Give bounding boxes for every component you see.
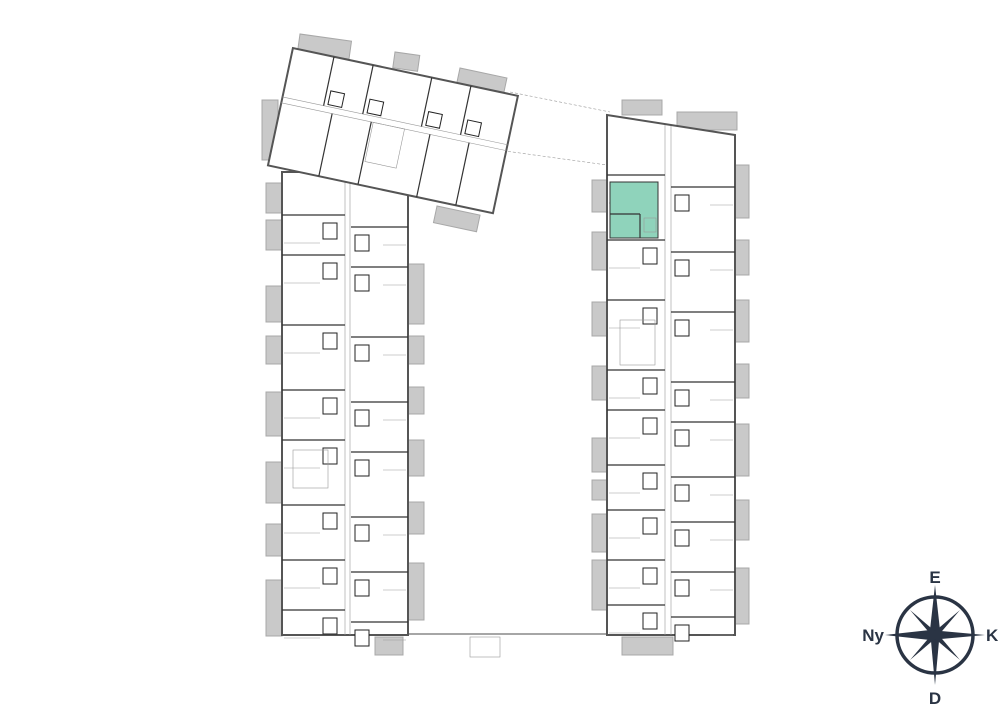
balcony bbox=[432, 205, 481, 233]
bathroom bbox=[354, 579, 370, 597]
bathroom bbox=[642, 472, 658, 490]
top-block bbox=[266, 46, 520, 215]
balcony bbox=[734, 363, 750, 399]
bathroom bbox=[354, 459, 370, 477]
stairwell-top bbox=[364, 121, 405, 169]
compass-star-icon bbox=[885, 585, 985, 685]
bathroom bbox=[322, 222, 338, 240]
bathroom bbox=[354, 524, 370, 542]
bathroom bbox=[322, 397, 338, 415]
bathroom bbox=[642, 377, 658, 395]
bathroom bbox=[674, 194, 690, 212]
stairwell-left bbox=[292, 449, 329, 489]
compass-label-west: Ny bbox=[862, 626, 884, 645]
balcony bbox=[591, 559, 608, 611]
bathroom bbox=[674, 319, 690, 337]
balcony bbox=[265, 391, 283, 437]
balcony bbox=[374, 636, 404, 656]
balcony bbox=[734, 423, 750, 477]
highlighted-apartment[interactable] bbox=[609, 181, 659, 239]
balcony bbox=[591, 513, 608, 553]
bathroom bbox=[322, 567, 338, 585]
balcony bbox=[591, 231, 608, 271]
bathroom bbox=[674, 529, 690, 547]
balcony bbox=[591, 365, 608, 401]
courtyard-outline bbox=[408, 91, 611, 658]
bathroom bbox=[354, 629, 370, 647]
bathroom bbox=[642, 567, 658, 585]
bathroom bbox=[354, 274, 370, 292]
balcony bbox=[407, 335, 425, 365]
balcony bbox=[407, 386, 425, 415]
bathroom bbox=[674, 484, 690, 502]
bathroom bbox=[642, 247, 658, 265]
unit-wall bbox=[416, 134, 431, 198]
balconies bbox=[261, 33, 750, 656]
balcony bbox=[407, 439, 425, 477]
balcony bbox=[621, 636, 674, 656]
compass-label-north: E bbox=[929, 568, 940, 587]
bathroom bbox=[642, 612, 658, 630]
bathroom bbox=[354, 234, 370, 252]
bathroom bbox=[366, 98, 385, 117]
unit-wall bbox=[357, 121, 372, 185]
bathroom bbox=[327, 90, 346, 109]
balcony bbox=[591, 301, 608, 337]
balcony bbox=[265, 335, 283, 365]
bathroom bbox=[464, 119, 483, 138]
balcony bbox=[265, 579, 283, 637]
balcony bbox=[392, 51, 421, 72]
balcony bbox=[734, 567, 750, 625]
balcony bbox=[734, 299, 750, 343]
compass-label-south: D bbox=[929, 689, 941, 707]
bathroom bbox=[322, 512, 338, 530]
stairwell-right bbox=[619, 319, 656, 366]
bathroom bbox=[425, 111, 443, 129]
balcony bbox=[734, 164, 750, 219]
unit-wall bbox=[362, 64, 374, 115]
balcony bbox=[734, 499, 750, 541]
balcony bbox=[591, 437, 608, 473]
bathroom bbox=[674, 259, 690, 277]
unit-wall bbox=[455, 142, 470, 206]
bathroom bbox=[354, 344, 370, 362]
bathroom bbox=[322, 262, 338, 280]
unit-wall bbox=[318, 113, 333, 177]
balcony bbox=[407, 501, 425, 535]
bathroom bbox=[642, 517, 658, 535]
balcony bbox=[591, 179, 608, 213]
balcony bbox=[621, 99, 663, 116]
bathroom bbox=[674, 579, 690, 597]
bathroom bbox=[322, 617, 338, 635]
bathroom bbox=[322, 447, 338, 465]
balcony bbox=[265, 523, 283, 557]
bathroom bbox=[674, 624, 690, 642]
balcony bbox=[734, 239, 750, 276]
compass-rose: E D Ny K bbox=[862, 568, 999, 707]
bathroom bbox=[642, 417, 658, 435]
bathroom bbox=[354, 409, 370, 427]
bathroom bbox=[674, 429, 690, 447]
bathroom bbox=[322, 332, 338, 350]
bathroom bbox=[674, 389, 690, 407]
right-wing bbox=[606, 113, 736, 642]
unit-wall bbox=[420, 77, 433, 127]
balcony bbox=[407, 562, 425, 621]
balcony bbox=[265, 219, 283, 251]
unit-wall bbox=[459, 85, 472, 135]
balcony bbox=[265, 461, 283, 504]
balcony bbox=[265, 285, 283, 323]
unit-wall bbox=[323, 56, 335, 106]
balcony bbox=[407, 263, 425, 325]
compass-label-east: K bbox=[986, 626, 999, 645]
left-wing bbox=[281, 171, 409, 647]
balcony bbox=[591, 479, 608, 501]
balcony bbox=[265, 182, 283, 214]
